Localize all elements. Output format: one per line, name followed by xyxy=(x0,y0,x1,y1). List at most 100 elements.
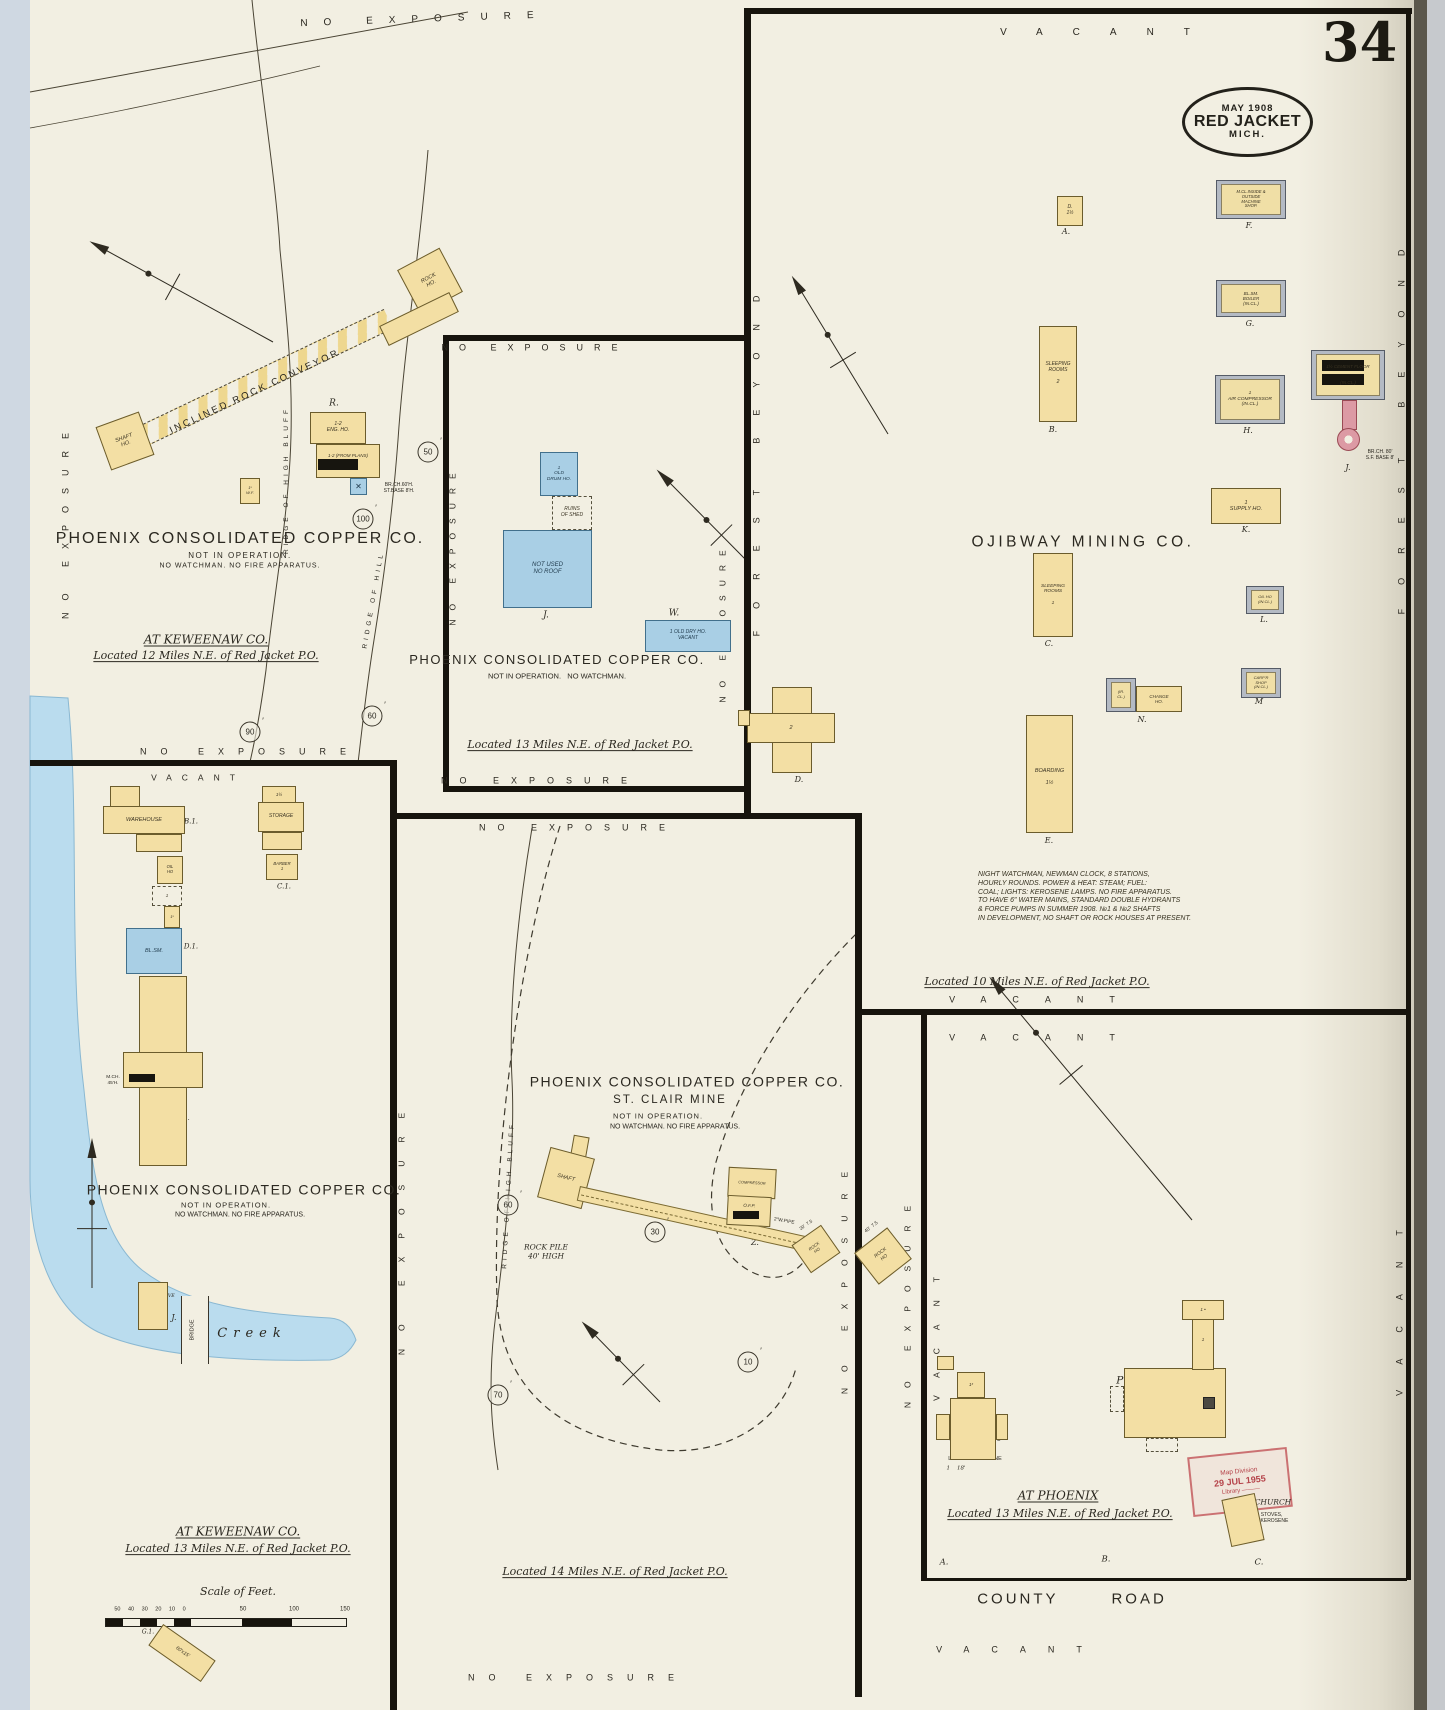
dim-circle-100-footmark: ′ xyxy=(375,503,377,513)
sc-sub2: NO WATCHMAN. NO FIRE APPARATUS. xyxy=(609,1123,741,1131)
catholic-body xyxy=(950,1398,996,1460)
old-dry-house-label: 1 OLD DRY HO. xyxy=(669,629,707,636)
ojibway-e-boarding-label: BOARDING xyxy=(1034,767,1065,774)
ojibway-d-horiz-label: 2 xyxy=(789,724,793,731)
ojibway-j-bar-1 xyxy=(1322,360,1364,371)
border-right-edge xyxy=(1406,8,1411,1580)
title-mid: PHOENIX CONSOLIDATED COPPER CO. xyxy=(409,651,705,667)
north-arrow-stclair xyxy=(581,1321,661,1403)
ojibway-l-oil-inner xyxy=(1251,590,1279,610)
ojibway-a-label: 1½ xyxy=(1066,210,1074,216)
north-arrow-bottomleft xyxy=(77,1138,107,1288)
border-midbox-bottom xyxy=(443,786,751,792)
page-curl-shadow xyxy=(1298,0,1414,1710)
ridge-line-high-bluff xyxy=(249,0,292,763)
ojibway-a: D.1½ xyxy=(1057,196,1083,226)
ojibway-n-left-label: (IR. xyxy=(1117,689,1125,695)
school-cap-label: 1 • xyxy=(1200,1307,1206,1313)
no-exposure-sc-left: NO EXPOSURE xyxy=(396,1094,407,1356)
north-arrow-mid xyxy=(656,469,749,563)
ojibway-f-machine-shop-label: OUTSIDE xyxy=(1241,193,1261,199)
catholic-tower: 1ˣ xyxy=(957,1372,985,1398)
engine-house-b-label: 1-2 (FROM PLANS) xyxy=(327,453,368,459)
old-drum-house-label: DRUM HO. xyxy=(546,476,572,482)
ojibway-b-sleeping-label: SLEEPING xyxy=(1045,361,1071,368)
stclair-mine: ST. CLAIR MINE xyxy=(613,1093,727,1106)
ojibway-l-oil: OIL HO(IN.CL.) xyxy=(1246,586,1284,614)
dim-circle-100: 100 xyxy=(352,508,374,530)
engine-house-a-label: ENG. HO. xyxy=(326,427,350,433)
letter-j-mid: J. xyxy=(543,610,549,621)
ojibway-chimney-stem xyxy=(1342,400,1357,430)
blacksmith-bl: BL.SM. xyxy=(126,928,182,974)
ojibway-note: NIGHT WATCHMAN, NEWMAN CLOCK, 8 STATIONS… xyxy=(978,870,1192,922)
catholic-dims: 1 18' xyxy=(946,1465,966,1472)
no-exposure-box-left: NO EXPOSURE xyxy=(447,464,458,626)
shaft-house-tl-label: HO. xyxy=(120,439,132,449)
letter-b1: B.1. xyxy=(183,817,199,826)
oval-city: RED JACKET xyxy=(1193,112,1302,130)
at-phoenix: AT PHOENIX xyxy=(1017,1488,1099,1503)
bl-sub2: NO WATCHMAN. NO FIRE APPARATUS. xyxy=(174,1211,306,1219)
bl-sub1: NOT IN OPERATION. xyxy=(180,1200,272,1210)
g1-label: G.1. xyxy=(141,1628,155,1636)
school-cap: 1 • xyxy=(1182,1300,1224,1320)
title-bottomleft: PHOENIX CONSOLIDATED COPPER CO. xyxy=(86,1181,402,1198)
storage-top-label: 1½ xyxy=(275,792,283,798)
storage-low xyxy=(262,832,302,850)
letter-a: A. xyxy=(1061,227,1071,236)
ojibway-n-left-inner xyxy=(1111,682,1131,708)
no-exposure-ph-left: NO EXPOSURE xyxy=(902,1191,913,1409)
letter-j-oj: J. xyxy=(1345,463,1351,472)
ojibway-e-boarding: BOARDING 1½ xyxy=(1026,715,1073,833)
located-14-miles: Located 14 Miles N.E. of Red Jacket P.O. xyxy=(502,1565,728,1579)
border-ojibway-bottom xyxy=(855,1009,1408,1015)
north-arrow-phoenix xyxy=(989,976,1193,1221)
g1-building-label: 60'x15' xyxy=(174,1645,191,1660)
creek-label: Creek xyxy=(217,1325,287,1341)
letter-w-mid: W. xyxy=(668,608,680,619)
ojibway-n-change-house-label: CHANGE xyxy=(1149,693,1169,699)
no-exposure-sc-bottom: NO EXPOSURE xyxy=(467,1672,689,1683)
road-a: A. xyxy=(939,1557,949,1568)
located-13-miles-bl: Located 13 Miles N.E. of Red Jacket P.O. xyxy=(125,1542,351,1556)
forest-beyond-inner: FOREST BEYOND xyxy=(751,273,762,637)
wf-shed-label: W.F. xyxy=(246,490,254,495)
scale-ticks-left: 50 40 30 20 10 0 xyxy=(114,1606,186,1613)
dim-circle-60a: 60 xyxy=(361,705,383,727)
dim-circle-70: 70 xyxy=(487,1384,509,1406)
ojibway-f-machine-shop-inner xyxy=(1221,184,1281,215)
shaft-house-sc-label: SHAFT xyxy=(556,1172,576,1183)
chimney-note-tl: BR.CH.60'H. ST.BASE 8'H. xyxy=(383,481,415,494)
oval-state: MICH. xyxy=(1229,129,1266,141)
ojibway-b-sleeping-label: ROOMS xyxy=(1048,367,1068,374)
school-tower-label: 1 xyxy=(1201,1337,1205,1343)
ruins-of-shed-label: OF SHED xyxy=(560,512,584,518)
letter-h: H. xyxy=(1243,426,1253,435)
vacant-oj-above: VACANT xyxy=(949,994,1141,1005)
at-keweenaw-2: AT KEWEENAW CO. xyxy=(175,1524,301,1539)
ojibway-b-sleeping-label: 2 xyxy=(1056,378,1060,385)
forge-bar-bl xyxy=(129,1074,155,1082)
border-stclair-top xyxy=(390,813,860,819)
me-church: M.E.CHURCH xyxy=(1236,1497,1292,1507)
scan-edge-dark xyxy=(1414,0,1427,1710)
vacant-below-tl: VACANT xyxy=(151,772,245,783)
school-bottom-tab xyxy=(1146,1438,1178,1452)
letter-c1: C.1. xyxy=(276,882,292,891)
letter-r: R. xyxy=(329,398,339,409)
storage: STORAGE xyxy=(258,802,304,832)
ojibway-h-compressor-label: (IN.CL.) xyxy=(1241,402,1259,408)
page-number: 34 xyxy=(1322,10,1398,74)
county-road-line xyxy=(921,1578,1407,1581)
county-road: COUNTY ROAD xyxy=(977,1590,1167,1608)
letter-d1: D.1. xyxy=(183,942,199,951)
ojibway-c-sleeping-label: SLEEPING xyxy=(1041,583,1065,589)
letter-d: D. xyxy=(794,775,804,784)
ojibway-h-compressor-label: AIR COMPRESSOR xyxy=(1228,396,1272,402)
stream-line-2 xyxy=(29,65,321,129)
border-left-column xyxy=(390,760,397,1710)
